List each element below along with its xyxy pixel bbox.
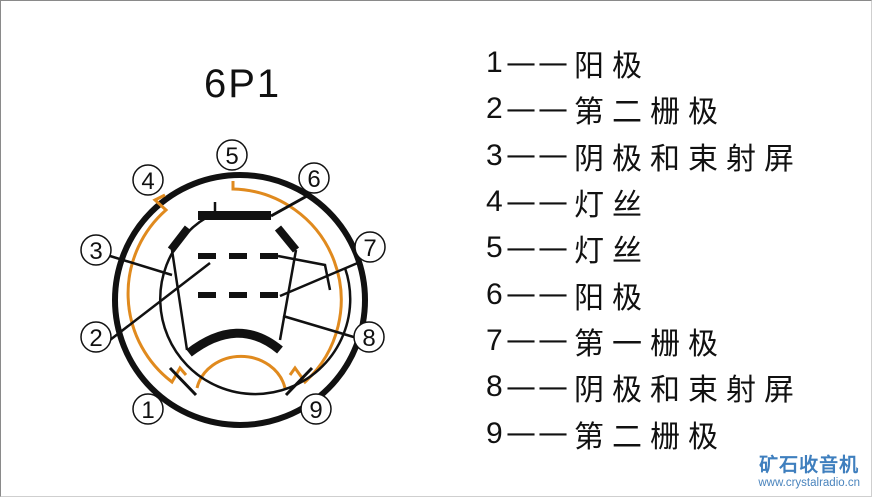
svg-text:7: 7 [363,235,376,262]
pin-legend: 1——阳极 2——第二栅极 3——阴极和束射屏 4——灯丝 5——灯丝 6——阳… [486,40,802,457]
pin-label-6: 6 [298,162,330,194]
cathode-arc [186,328,283,357]
svg-text:2: 2 [89,325,102,352]
svg-text:3: 3 [89,238,102,265]
pin-row-5: 5——灯丝 [486,230,650,270]
pin-label-4: 4 [132,164,164,196]
envelope-circle [112,172,368,428]
pin-label-1: 1 [132,393,164,425]
pin-label-2: 2 [80,321,112,353]
anode-top-plate [198,211,271,220]
watermark-name: 矿石收音机 [759,454,860,476]
svg-text:9: 9 [309,397,322,424]
tube-model-title: 6P1 [204,62,282,106]
pin-label-5: 5 [216,139,248,171]
svg-text:8: 8 [362,325,375,352]
svg-text:4: 4 [141,168,154,195]
pin-row-8: 8——阴极和束射屏 [486,369,802,409]
pin-row-3: 3——阴极和束射屏 [486,138,802,177]
pin-label-8: 8 [353,321,385,353]
svg-text:6: 6 [307,166,320,193]
shield-ring [126,181,343,385]
pin-label-9: 9 [300,393,332,425]
svg-text:5: 5 [225,143,238,170]
pin-row-4: 4——灯丝 [486,184,650,224]
pin-row-7: 7——第一栅极 [486,323,726,362]
watermark-url: www.crystalradio.cn [758,477,860,489]
pin-row-1: 1——阳极 [486,45,650,85]
pin-label-3: 3 [80,234,112,266]
pin-row-6: 6——阳极 [486,277,650,316]
svg-text:1: 1 [141,397,154,424]
pin-row-9: 9——第二栅极 [486,416,726,455]
pin-row-2: 2——第二栅极 [486,91,726,131]
pin-label-7: 7 [354,231,386,263]
watermark: 矿石收音机 www.crystalradio.cn [758,450,860,489]
